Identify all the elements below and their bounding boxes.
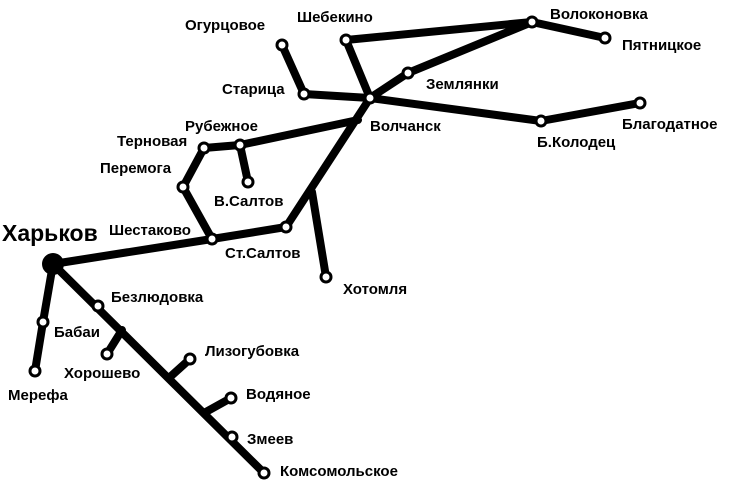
station-lizogubovka[interactable] [183, 352, 197, 366]
label-st-saltov: Ст.Салтов [225, 245, 300, 262]
station-starica[interactable] [297, 87, 311, 101]
station-pyatnitskoe[interactable] [598, 31, 612, 45]
station-khoroshevo[interactable] [100, 347, 114, 361]
label-starica: Старица [222, 81, 285, 98]
label-komsomolskoe: Комсомольское [280, 463, 398, 480]
label-khoroshevo: Хорошево [64, 365, 140, 382]
label-shebekino: Шебекино [297, 9, 373, 26]
line-kharkov-volchansk [49, 94, 374, 268]
label-vodyanoe: Водяное [246, 386, 311, 403]
station-khotomlya[interactable] [319, 270, 333, 284]
station-merefa[interactable] [28, 364, 42, 378]
station-ternovaya[interactable] [197, 141, 211, 155]
label-khotomlya: Хотомля [343, 281, 407, 298]
station-vodyanoe[interactable] [224, 391, 238, 405]
label-volchansk: Волчанск [370, 118, 441, 135]
label-shestakovo: Шестаково [109, 222, 191, 239]
label-rubezhnoe: Рубежное [185, 118, 258, 135]
label-lizogubovka: Лизогубовка [205, 343, 300, 360]
station-zemlyanki[interactable] [401, 66, 415, 80]
station-babai[interactable] [36, 315, 50, 329]
label-bezlyudovka: Безлюдовка [111, 289, 204, 306]
label-peremoga: Перемога [100, 160, 172, 177]
label-babai: Бабаи [54, 324, 100, 341]
label-kharkov: Харьков [2, 220, 98, 246]
label-blagodatnoe: Благодатное [622, 116, 717, 133]
label-merefa: Мерефа [8, 387, 68, 404]
hub-kharkov[interactable] [42, 253, 64, 275]
station-komsomolskoe[interactable] [257, 466, 271, 480]
station-labels: Харьков Огурцовое Шебекино Волоконовка П… [2, 6, 717, 480]
station-peremoga[interactable] [176, 180, 190, 194]
route-lines [31, 18, 644, 477]
station-shebekino[interactable] [339, 33, 353, 47]
station-bezlyudovka[interactable] [91, 299, 105, 313]
station-st-saltov[interactable] [279, 220, 293, 234]
label-pyatnitskoe: Пятницкое [622, 37, 701, 54]
station-v-saltov[interactable] [241, 175, 255, 189]
label-zmeev: Змеев [247, 431, 293, 448]
label-volokonovka: Волоконовка [550, 6, 649, 23]
station-ogurtsovoe[interactable] [275, 38, 289, 52]
station-volokonovka[interactable] [525, 15, 539, 29]
station-volchansk[interactable] [363, 91, 377, 105]
label-b-kolodets: Б.Колодец [537, 134, 616, 151]
stations [28, 15, 647, 480]
label-ternovaya: Терновая [117, 133, 187, 150]
station-b-kolodets[interactable] [534, 114, 548, 128]
station-rubezhnoe[interactable] [233, 138, 247, 152]
station-zmeev[interactable] [225, 430, 239, 444]
station-shestakovo[interactable] [205, 232, 219, 246]
station-blagodatnoe[interactable] [633, 96, 647, 110]
label-v-saltov: В.Салтов [214, 193, 283, 210]
line-khotomlya-branch [308, 188, 330, 281]
line-peremoga-loop [179, 116, 362, 243]
line-shebekino [342, 18, 609, 102]
label-zemlyanki: Землянки [426, 76, 499, 93]
label-ogurtsovoe: Огурцовое [185, 17, 265, 34]
